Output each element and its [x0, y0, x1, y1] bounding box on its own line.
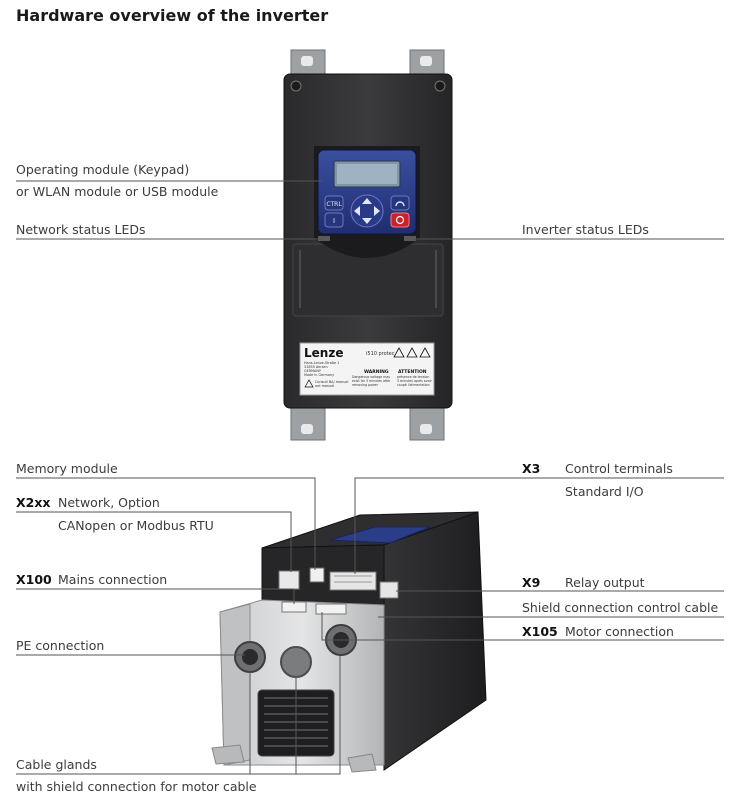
label-x105-code: X105 — [522, 624, 558, 639]
label-x3-standard-io: Standard I/O — [565, 484, 644, 499]
x3-control-terminals — [329, 571, 377, 591]
label-address-2: 31855 Aerzen — [304, 365, 328, 369]
label-attention-1: présence de tension — [397, 375, 429, 379]
memory-module-slot — [309, 567, 325, 583]
arrow-right-icon — [374, 206, 380, 216]
label-warning-3: removing power — [352, 383, 379, 387]
label-memory-module: Memory module — [16, 461, 118, 476]
keypad-ctrl-button: CTRL — [326, 201, 342, 208]
label-x3-code: X3 — [522, 461, 541, 476]
esd-triangle-icon — [406, 347, 418, 358]
label-inverter-status-leds: Inverter status LEDs — [522, 222, 649, 237]
label-x9-relay-output: Relay output — [565, 575, 645, 590]
arrow-up-icon — [362, 198, 372, 204]
label-x2xx-canopen: CANopen or Modbus RTU — [58, 518, 214, 533]
x9-relay-terminal — [379, 581, 399, 599]
arrow-left-icon — [354, 206, 360, 216]
back-icon — [395, 201, 405, 207]
label-network-status-leds: Network status LEDs — [16, 222, 146, 237]
label-x100-code: X100 — [16, 572, 52, 587]
warning-triangle-icon — [393, 347, 405, 358]
label-manual-1: Consult BA/ manual — [315, 380, 348, 384]
device-front-view: CTRL I Lenze i510 protec Hans-Lenze-Stra… — [283, 49, 453, 441]
label-x105-motor: Motor connection — [565, 624, 674, 639]
label-manual-2: ant manuel — [315, 384, 334, 388]
label-x100-mains: Mains connection — [58, 572, 168, 587]
label-x2xx-network: Network, Option — [58, 495, 160, 510]
label-attention-2: 3 minutes après avoir — [397, 379, 432, 383]
label-pe-connection: PE connection — [16, 638, 105, 653]
x2xx-terminal — [278, 570, 300, 590]
label-address-3: GERMANY — [304, 369, 322, 373]
label-address-4: Made in Germany — [304, 373, 334, 377]
label-cable-glands-shield: with shield connection for motor cable — [16, 779, 257, 794]
label-attention-title: ATTENTION — [398, 369, 427, 375]
page-title: Hardware overview of the inverter — [16, 6, 329, 25]
cable-gland-middle — [280, 646, 312, 678]
label-warning-1: Dangerous voltage may — [352, 375, 390, 379]
label-cable-glands: Cable glands — [16, 757, 97, 772]
label-x2xx-code: X2xx — [16, 495, 51, 510]
model-label: i510 protec — [366, 351, 395, 357]
x105-motor-terminal — [315, 603, 347, 615]
hot-surface-icon — [419, 347, 431, 358]
stop-icon — [395, 215, 405, 225]
label-shield-connection: Shield connection control cable — [522, 600, 719, 615]
arrow-down-icon — [362, 218, 372, 224]
device-bottom-view — [211, 511, 487, 773]
label-operating-module-alt: or WLAN module or USB module — [16, 184, 219, 199]
label-address-1: Hans-Lenze-Straße 1 — [304, 361, 339, 365]
keypad-start-button: I — [333, 217, 335, 225]
brand-logo: Lenze — [304, 346, 343, 360]
label-x9-code: X9 — [522, 575, 541, 590]
label-x3-control-terminals: Control terminals — [565, 461, 673, 476]
label-warning-2: exist for 3 minutes after — [352, 379, 391, 383]
label-warning-title: WARNING — [364, 369, 389, 375]
leader-lines — [16, 180, 724, 775]
label-attention-3: coupé l'alimentation — [397, 383, 430, 387]
label-operating-module: Operating module (Keypad) — [16, 162, 190, 177]
